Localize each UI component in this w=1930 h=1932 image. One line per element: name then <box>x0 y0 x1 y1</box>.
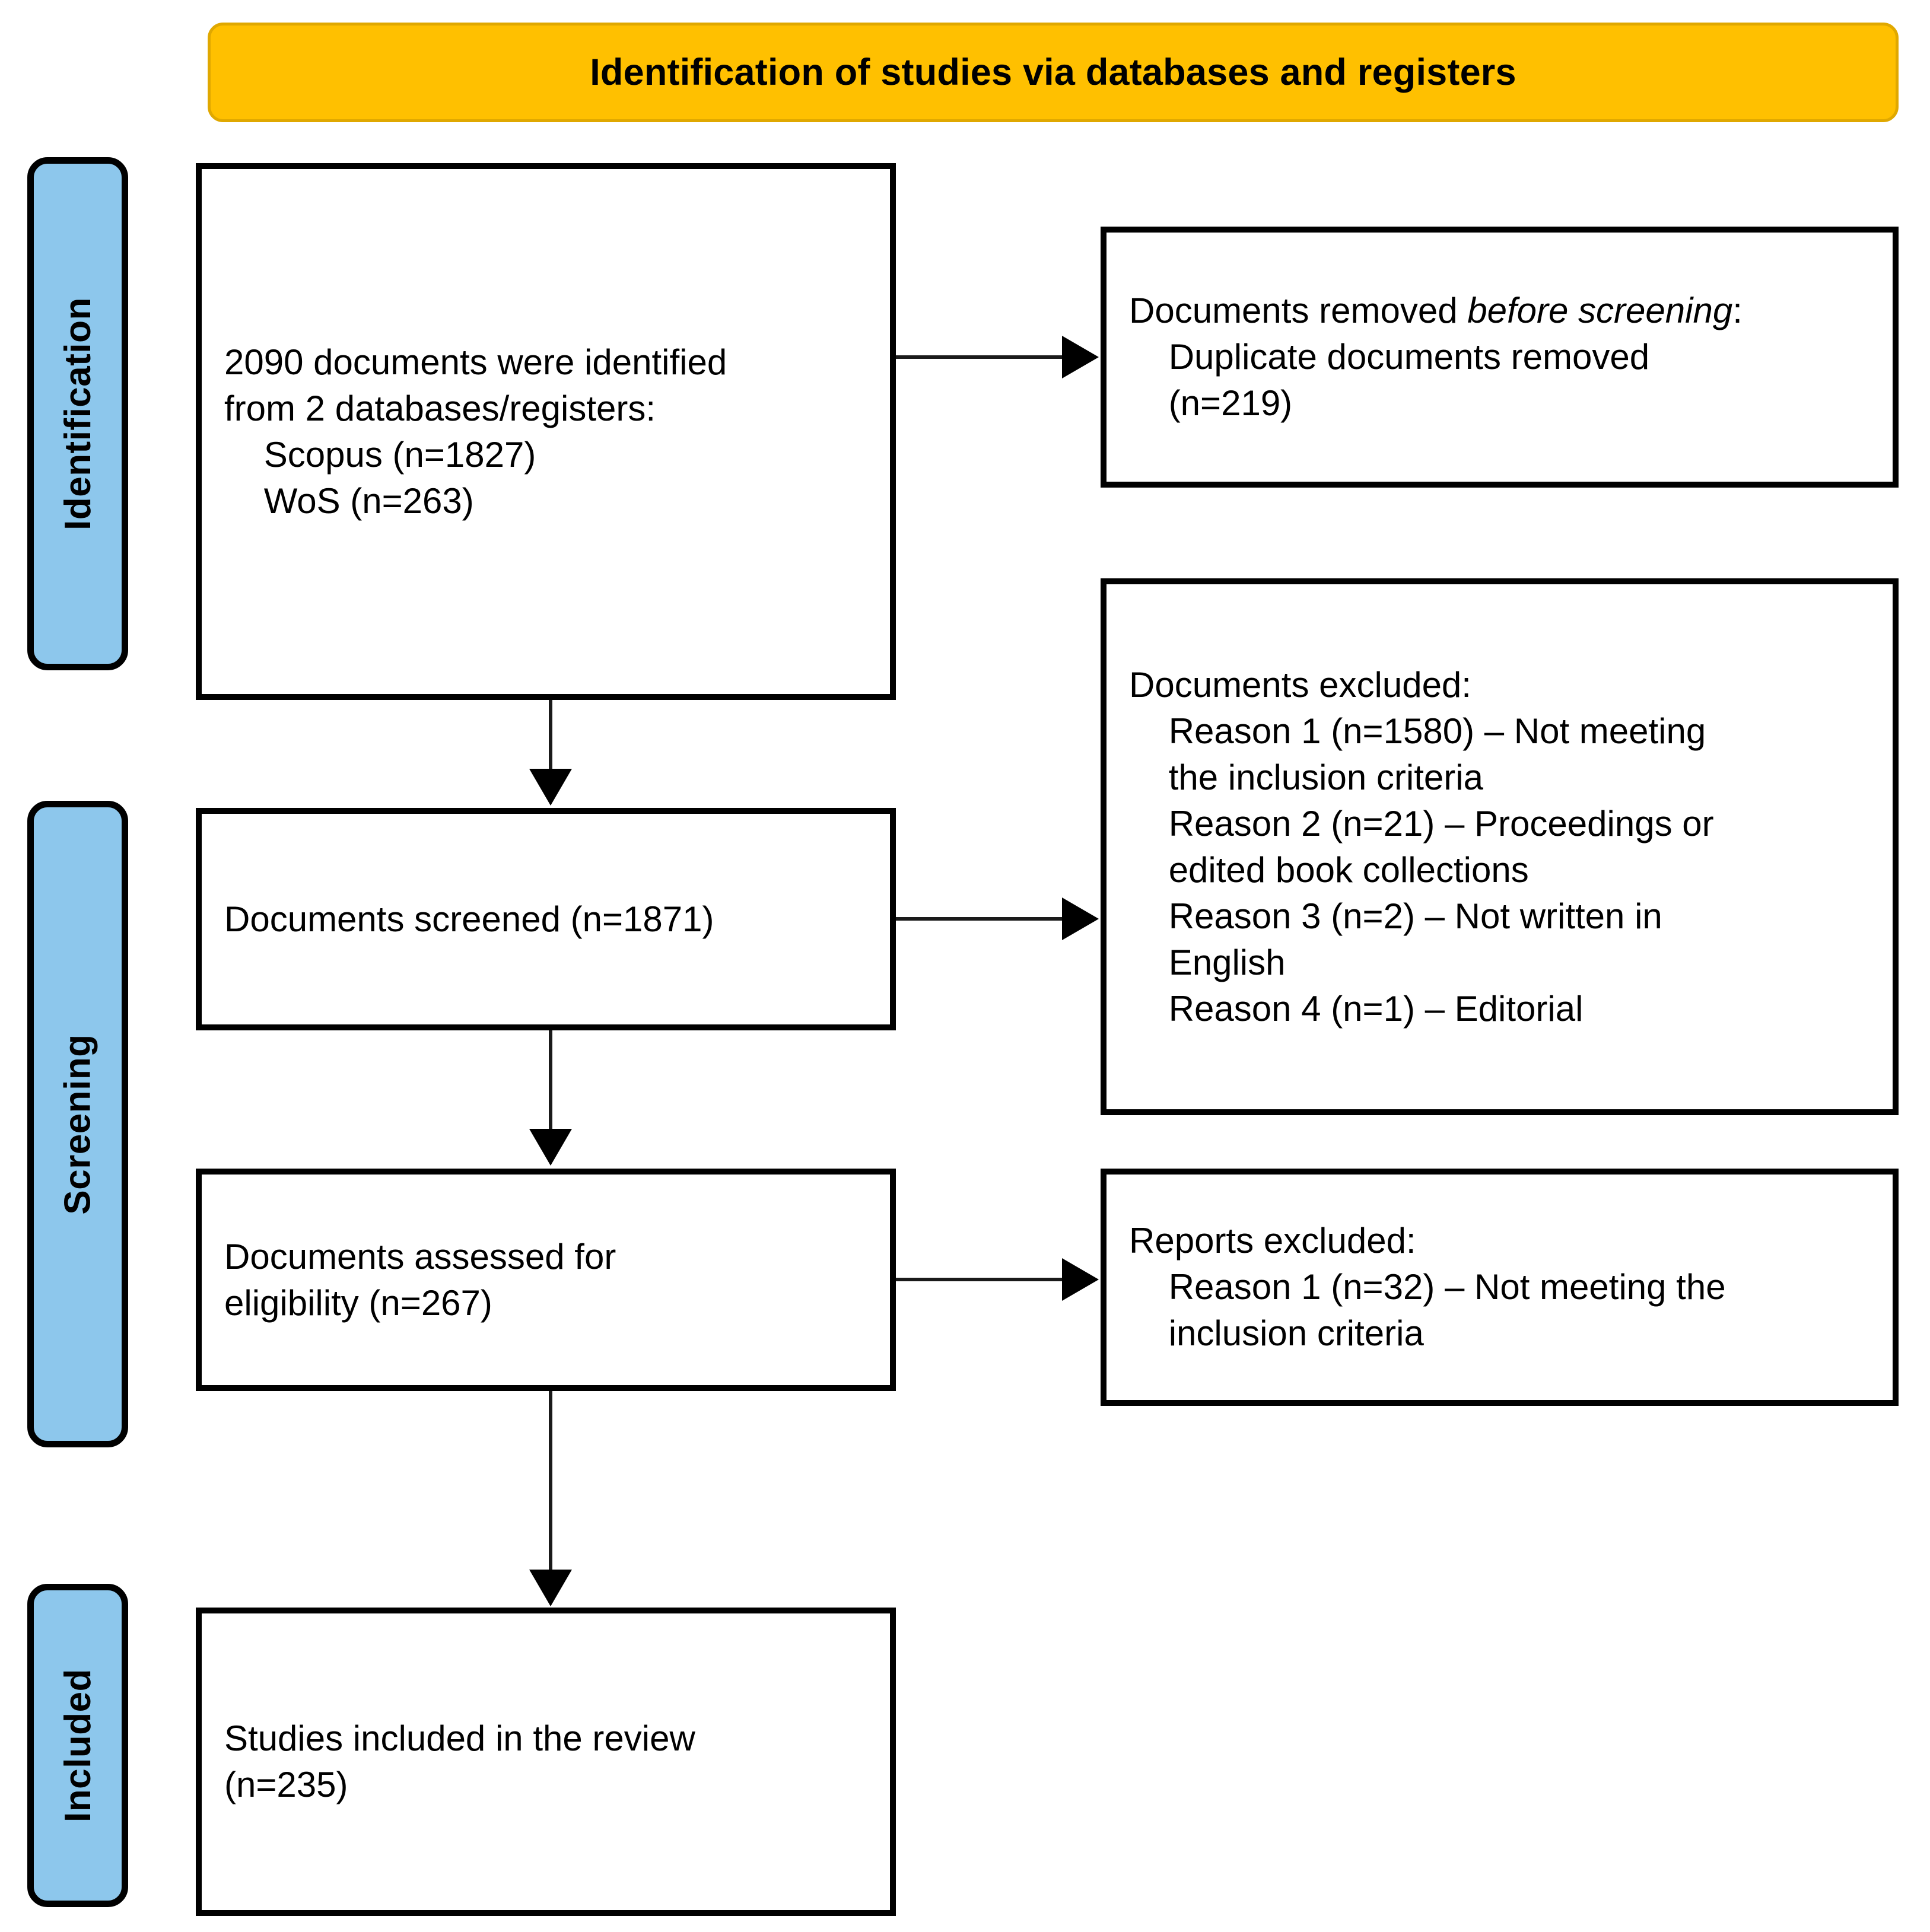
box-documents-screened-text: Documents screened (n=1871) <box>224 899 714 939</box>
connector-eligibility-to-included <box>549 1391 552 1572</box>
arrow-down-icon <box>529 769 572 806</box>
box-documents-identified-text: 2090 documents were identified from 2 da… <box>224 342 727 521</box>
stage-label-identification: Identification <box>27 157 128 670</box>
box-documents-identified: 2090 documents were identified from 2 da… <box>196 163 896 700</box>
removed-title-prefix: Documents removed <box>1129 291 1468 330</box>
connector-eligibility-to-reports-excluded <box>896 1278 1063 1281</box>
box-studies-included-text: Studies included in the review (n=235) <box>224 1718 695 1804</box>
stage-label-included: Included <box>27 1584 128 1907</box>
removed-title-italic: before screening <box>1467 291 1733 330</box>
box-studies-included-in-review: Studies included in the review (n=235) <box>196 1608 896 1916</box>
arrow-down-icon <box>529 1129 572 1166</box>
box-documents-removed-text: Documents removed before screening: Dupl… <box>1107 288 1893 426</box>
arrow-right-icon <box>1062 897 1099 940</box>
header-title: Identification of studies via databases … <box>590 52 1516 93</box>
connector-screened-to-eligibility <box>549 1030 552 1131</box>
box-documents-excluded: Documents excluded: Reason 1 (n=1580) – … <box>1101 578 1899 1115</box>
arrow-down-icon <box>529 1570 572 1606</box>
stage-label-screening: Screening <box>27 801 128 1447</box>
box-documents-assessed-for-eligibility: Documents assessed for eligibility (n=26… <box>196 1169 896 1391</box>
stage-label-identification-text: Identification <box>57 297 98 530</box>
arrow-right-icon <box>1062 336 1099 378</box>
connector-identified-to-removed <box>896 355 1063 359</box>
box-documents-assessed-text: Documents assessed for eligibility (n=26… <box>224 1236 616 1323</box>
box-reports-excluded: Reports excluded: Reason 1 (n=32) – Not … <box>1101 1169 1899 1406</box>
connector-identified-to-screened <box>549 700 552 771</box>
removed-body-text: Duplicate documents removed (n=219) <box>1168 337 1650 423</box>
stage-label-included-text: Included <box>57 1669 98 1822</box>
header-banner: Identification of studies via databases … <box>208 23 1899 122</box>
box-reports-excluded-text: Reports excluded: Reason 1 (n=32) – Not … <box>1129 1221 1726 1353</box>
box-documents-removed-before-screening: Documents removed before screening: Dupl… <box>1101 227 1899 488</box>
box-documents-excluded-text: Documents excluded: Reason 1 (n=1580) – … <box>1129 664 1714 1029</box>
stage-label-screening-text: Screening <box>57 1033 98 1215</box>
removed-title-suffix: : <box>1732 291 1743 330</box>
connector-screened-to-excluded <box>896 917 1063 921</box>
box-documents-screened: Documents screened (n=1871) <box>196 808 896 1030</box>
arrow-right-icon <box>1062 1258 1099 1301</box>
